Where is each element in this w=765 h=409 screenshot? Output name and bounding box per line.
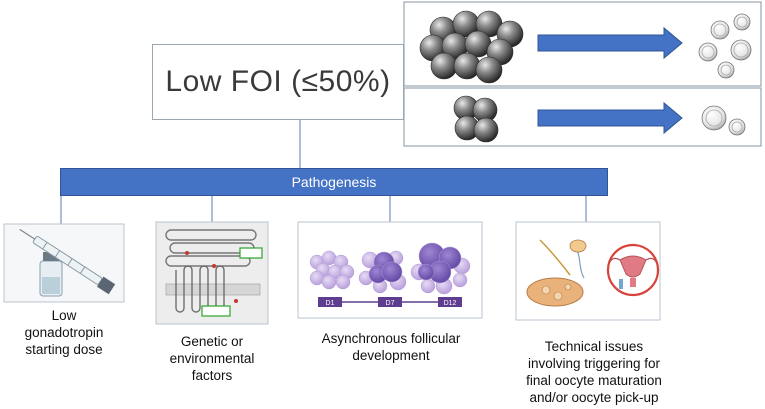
- caption-line: gonadotropin: [24, 325, 104, 340]
- follicle-cluster-large: [419, 10, 524, 84]
- arrow-right-icon: [537, 101, 683, 135]
- few-follicles-panel: [403, 87, 762, 147]
- oocytes-few: [701, 105, 746, 136]
- caption-line: and/or oocyte pick-up: [529, 390, 659, 405]
- caption-line: final oocyte maturation: [526, 373, 662, 388]
- follicle-group-d7: [358, 250, 407, 294]
- caption-line: environmental: [169, 351, 255, 366]
- caption-line: development: [352, 348, 430, 363]
- oocytes-many: [698, 13, 752, 79]
- caption-line: Low: [51, 308, 77, 323]
- receptor-diagram-image: [155, 221, 269, 325]
- caption-line: Asynchronous follicular: [321, 331, 461, 346]
- vial-icon: [39, 252, 63, 297]
- follicle-growth-image: D1 D7 D12: [297, 221, 483, 319]
- timeline-stages: D1 D7 D12: [318, 297, 462, 307]
- cause-caption-asynchronous: Asynchronous follicular development: [300, 330, 482, 364]
- caption-line: factors: [191, 368, 233, 383]
- connector-lines: [60, 120, 587, 225]
- syringe-icon: [19, 228, 116, 295]
- follicle-group-d1: [309, 250, 355, 290]
- page-title: Low FOI (≤50%): [152, 44, 404, 120]
- stage-label: D12: [444, 300, 457, 307]
- caption-line: Technical issues: [544, 339, 644, 354]
- ovary-uterus-image: [515, 221, 661, 321]
- pathogenesis-banner: Pathogenesis: [60, 168, 608, 196]
- uterus-icon: [606, 243, 660, 297]
- cause-caption-genetic: Genetic or environmental factors: [150, 333, 274, 384]
- ovary-schematic: [526, 239, 587, 307]
- many-follicles-panel: [403, 1, 762, 87]
- caption-line: Genetic or: [180, 334, 244, 349]
- cause-caption-low-dose: Low gonadotropin starting dose: [0, 307, 128, 358]
- caption-line: starting dose: [25, 342, 103, 357]
- caption-line: involving triggering for: [527, 356, 661, 371]
- follicle-cluster-small: [453, 95, 499, 143]
- arrow-right-icon: [537, 26, 683, 60]
- stage-label: D1: [326, 300, 335, 307]
- stage-label: D7: [386, 300, 395, 307]
- syringe-vial-image: [3, 223, 125, 303]
- cause-caption-technical: Technical issues involving triggering fo…: [508, 338, 680, 406]
- follicle-group-d12: [410, 242, 471, 295]
